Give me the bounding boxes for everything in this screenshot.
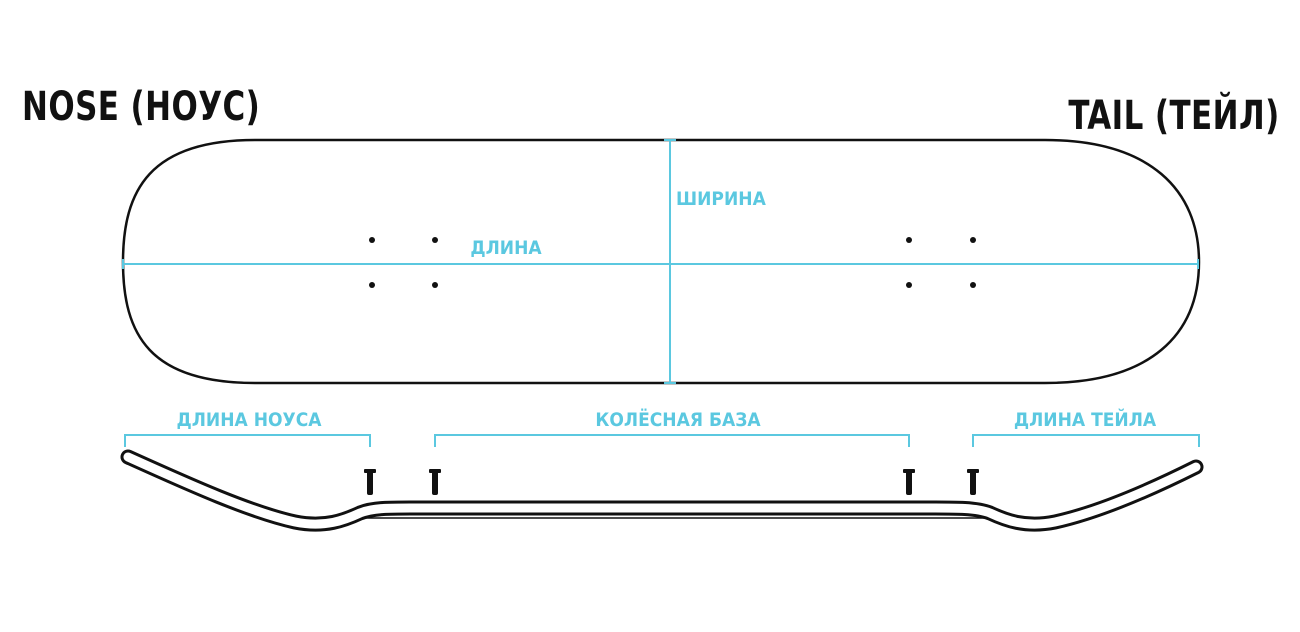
bolt-icon [364, 469, 376, 495]
deck-side-inner [123, 452, 1201, 529]
bolt-hole [369, 237, 375, 243]
tail-truck-holes [906, 237, 976, 288]
bolt-hole [970, 282, 976, 288]
bolt-hole [906, 237, 912, 243]
length-label: ДЛИНА [470, 237, 542, 259]
bolt-icons [364, 469, 979, 495]
width-label: ШИРИНА [676, 188, 767, 210]
width-dimension [664, 139, 676, 384]
bolt-hole [432, 282, 438, 288]
wheelbase-bracket [434, 434, 910, 447]
wheelbase-label: КОЛЁСНАЯ БАЗА [595, 407, 761, 431]
nose-title: NOSE (НОУС) [22, 84, 261, 130]
nose-length-bracket [124, 434, 371, 447]
bolt-hole [970, 237, 976, 243]
tail-title: TAIL (ТЕЙЛ) [1068, 93, 1280, 139]
nose-length-label: ДЛИНА НОУСА [177, 409, 323, 431]
tail-length-bracket [972, 434, 1200, 447]
nose-truck-holes [369, 237, 438, 288]
bolt-icon [967, 469, 979, 495]
deck-side-view [120, 449, 1204, 532]
bolt-icon [429, 469, 441, 495]
tail-length-label: ДЛИНА ТЕЙЛА [1014, 408, 1157, 431]
length-dimension [122, 259, 1199, 269]
bolt-hole [369, 282, 375, 288]
bolt-hole [906, 282, 912, 288]
deck-top-view [121, 138, 1201, 385]
bolt-hole [432, 237, 438, 243]
bolt-icon [903, 469, 915, 495]
